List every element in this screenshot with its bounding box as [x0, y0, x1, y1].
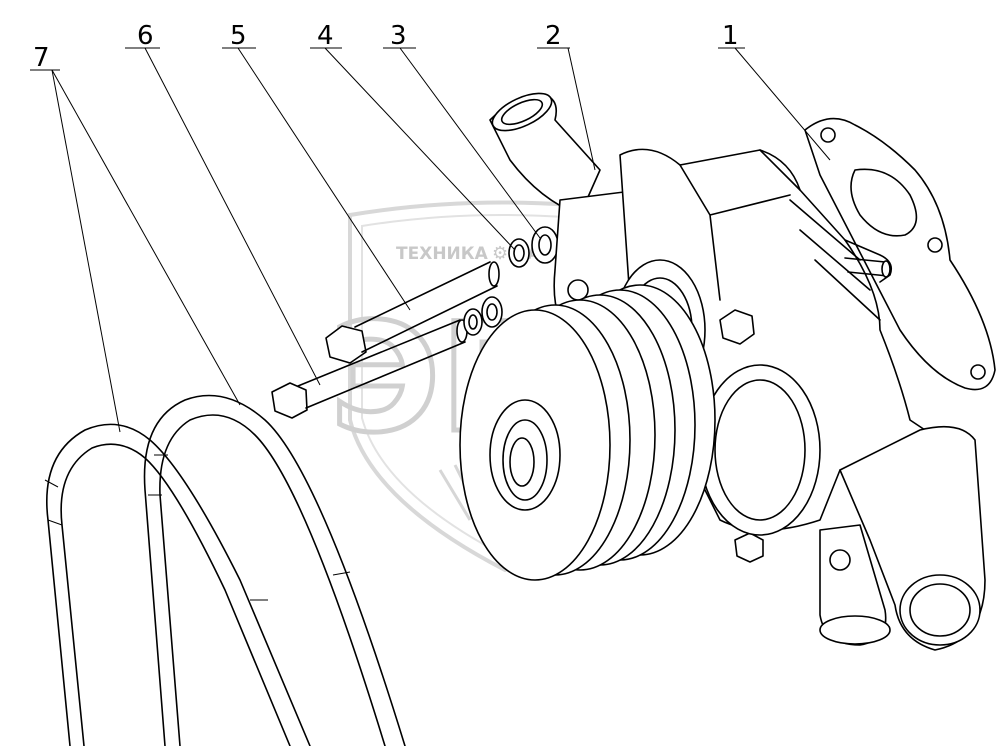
gasket-1	[804, 117, 996, 391]
leader-lines	[30, 47, 831, 433]
callout-2: 2	[545, 21, 562, 51]
callout-5: 5	[230, 21, 247, 51]
callout-3: 3	[390, 21, 407, 51]
belt-7	[44, 394, 406, 746]
pulley	[459, 284, 716, 581]
bolt-5	[325, 261, 500, 364]
callout-labels: 1 2 3 4 5 6 7	[33, 21, 739, 73]
watermark-left-text: ТЕХНИКА	[396, 244, 489, 264]
gear-icon: ⚙	[492, 243, 508, 264]
callout-4: 4	[317, 21, 334, 51]
callout-1: 1	[722, 21, 739, 51]
callout-7: 7	[33, 43, 50, 73]
washers	[463, 296, 503, 336]
lock-washer-4	[508, 238, 530, 268]
callout-6: 6	[137, 21, 154, 51]
